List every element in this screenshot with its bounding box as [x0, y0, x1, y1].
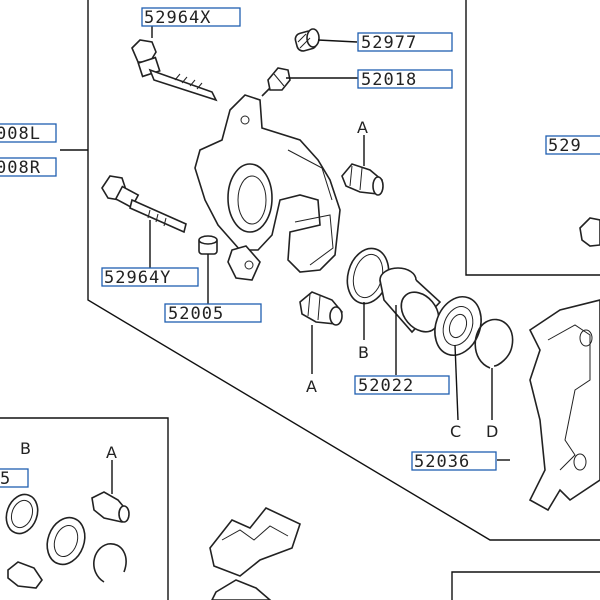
piston-boot-c[interactable] — [427, 290, 489, 361]
label-52964y[interactable]: 52964Y — [101, 267, 199, 288]
label-52005-text: 52005 — [168, 304, 224, 324]
label-52022[interactable]: 52022 — [354, 375, 450, 396]
label-52977-text: 52977 — [361, 33, 417, 53]
label-529[interactable]: 529 — [545, 135, 600, 156]
pad-shims[interactable] — [209, 507, 301, 600]
inset-seal-ring[interactable] — [1, 490, 43, 538]
letter-a-bottom: A — [306, 377, 317, 396]
label-52964x-text: 52964X — [144, 8, 211, 28]
letter-d: D — [486, 422, 498, 441]
bleeder-52018[interactable] — [261, 67, 291, 97]
label-008r-text: 008R — [0, 158, 41, 178]
caliper-body[interactable] — [194, 94, 341, 281]
label-52964x[interactable]: 52964X — [141, 7, 241, 28]
label-008l[interactable]: 008L — [0, 123, 57, 144]
bolt-52964y[interactable] — [101, 175, 187, 234]
snap-ring-d[interactable] — [474, 318, 514, 369]
letter-b-lower: B — [20, 439, 31, 458]
label-52018-text: 52018 — [361, 70, 417, 90]
leader-lines — [111, 26, 510, 494]
bolt-right-partial[interactable] — [579, 217, 600, 247]
label-529-text: 529 — [548, 136, 582, 156]
inset-boot-lower[interactable] — [7, 561, 43, 589]
bracket-52036[interactable] — [528, 299, 600, 512]
label-5-text: 5 — [0, 469, 11, 489]
boot-a-top[interactable] — [341, 163, 384, 196]
label-52022-text: 52022 — [358, 376, 414, 396]
inset-piston-boot[interactable] — [41, 512, 91, 569]
label-52018[interactable]: 52018 — [357, 69, 453, 90]
inset-snap-ring[interactable] — [93, 543, 127, 583]
bolt-52964x[interactable] — [131, 39, 218, 102]
label-5[interactable]: 5 — [0, 468, 29, 489]
label-52005[interactable]: 52005 — [164, 303, 262, 324]
letter-a-lower: A — [106, 443, 117, 462]
label-008r[interactable]: 008R — [0, 157, 57, 178]
cap-52977[interactable] — [294, 28, 320, 52]
letter-a-top: A — [357, 118, 368, 137]
sleeve-52005[interactable] — [198, 235, 218, 255]
inset-boot[interactable] — [91, 491, 130, 523]
label-52036[interactable]: 52036 — [411, 451, 497, 472]
label-52977[interactable]: 52977 — [357, 32, 453, 53]
label-52964y-text: 52964Y — [104, 268, 171, 288]
label-008l-text: 008L — [0, 124, 41, 144]
letter-c: C — [450, 422, 461, 441]
label-52036-text: 52036 — [414, 452, 470, 472]
letter-b-mid: B — [358, 343, 369, 362]
boot-a-middle[interactable] — [299, 291, 343, 326]
piston-52022[interactable] — [379, 267, 446, 339]
